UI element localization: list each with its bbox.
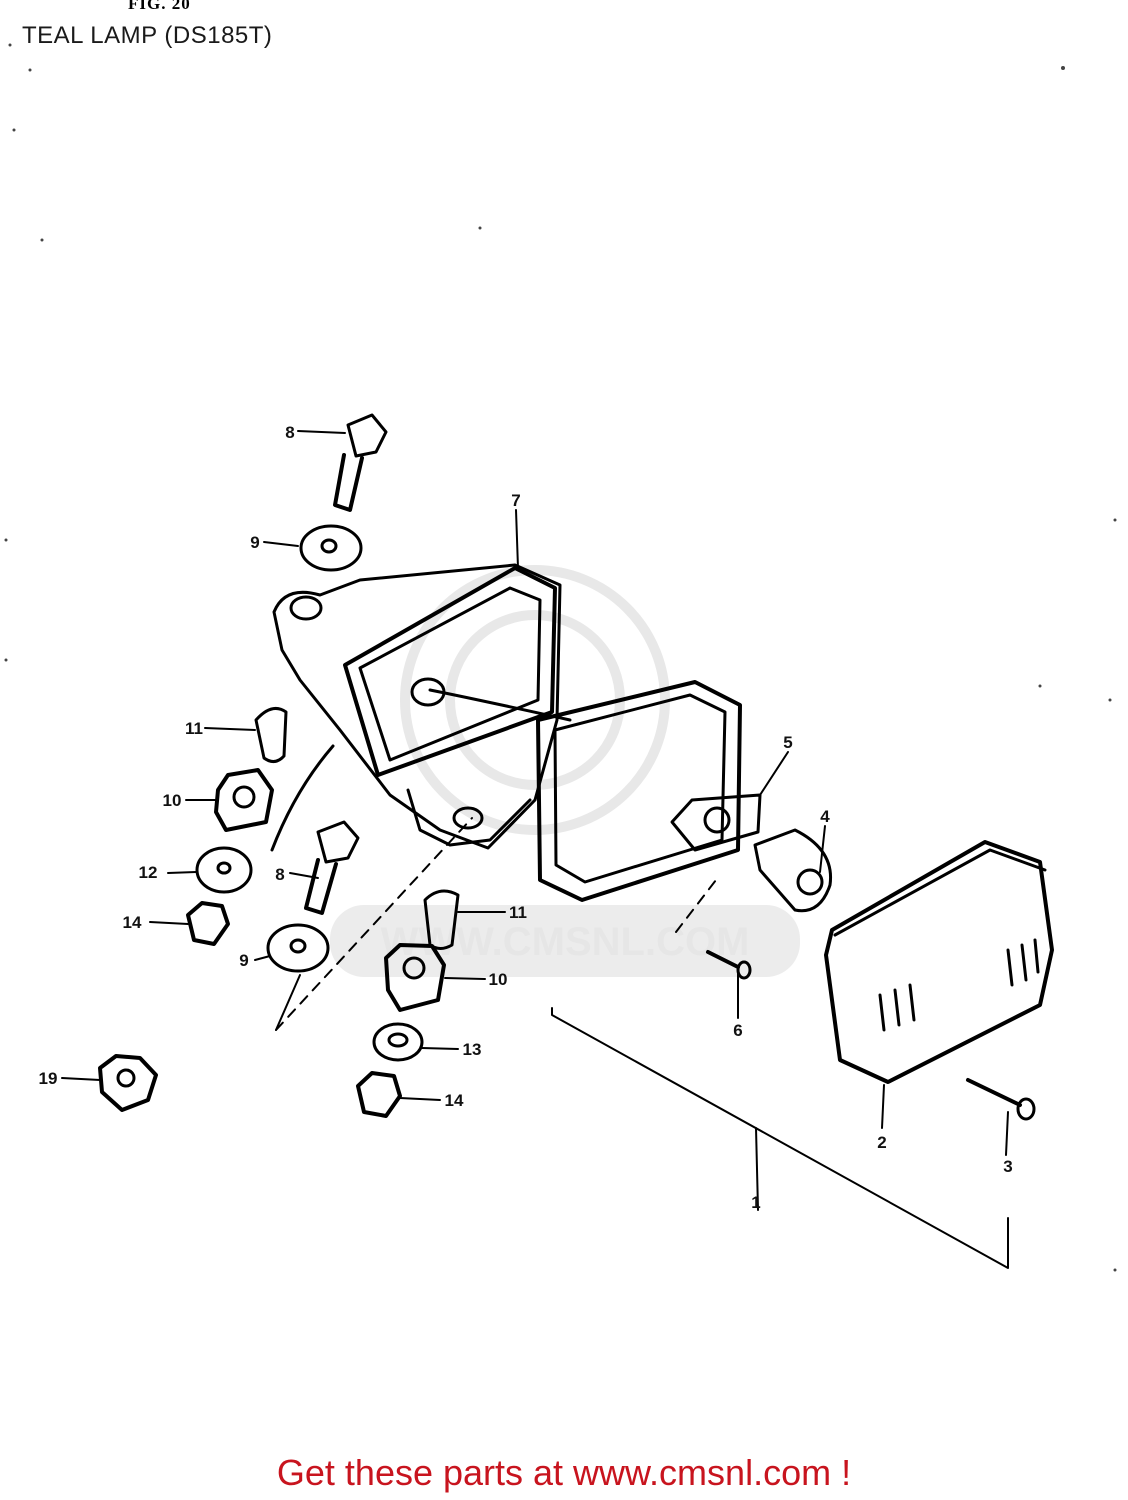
callout-14-right: 14 [445, 1091, 464, 1110]
callout-1: 1 [751, 1193, 760, 1212]
watermark-text: WWW.CMSNL.COM [381, 920, 750, 964]
callout-8-lower: 8 [275, 865, 284, 884]
callout-7: 7 [511, 491, 520, 510]
callout-13: 13 [463, 1040, 482, 1059]
spacer-left [254, 706, 288, 763]
footer-link[interactable]: Get these parts at www.cmsnl.com ! [276, 1452, 852, 1493]
mounting-bolt-lower [304, 820, 360, 915]
callout-10-left: 10 [163, 791, 182, 810]
lens-screw [966, 1078, 1036, 1121]
grommet-left [214, 768, 274, 832]
nut-right [356, 1071, 402, 1118]
callout-9-lower: 9 [239, 951, 248, 970]
callout-19: 19 [39, 1069, 58, 1088]
callout-11-left: 11 [185, 719, 203, 738]
callout-9-upper: 9 [250, 533, 259, 552]
callout-5: 5 [783, 733, 792, 752]
callout-11-right: 11 [509, 903, 527, 922]
washer-12 [195, 846, 253, 894]
callout-4: 4 [820, 807, 830, 826]
washer-13 [372, 1022, 424, 1062]
callout-10-right: 10 [489, 970, 508, 989]
callout-14-left: 14 [123, 913, 142, 932]
callout-labels: 1 2 3 4 5 6 7 8 8 9 9 10 10 11 11 12 13 … [39, 423, 1013, 1212]
cap-19 [98, 1054, 158, 1112]
diagram-title: TEAL LAMP (DS185T) [22, 22, 273, 49]
callout-8-upper: 8 [285, 423, 294, 442]
callout-2: 2 [877, 1133, 886, 1152]
nut-left [186, 901, 230, 946]
figure-number: FIG. 20 [128, 0, 191, 13]
washer-lower [266, 923, 330, 973]
bulb [753, 828, 833, 913]
watermark-banner [330, 905, 800, 977]
bracket-housing [272, 563, 562, 850]
callout-3: 3 [1003, 1157, 1012, 1176]
leader-lines [61, 430, 1009, 1269]
callout-12: 12 [139, 863, 158, 882]
washer-upper [299, 524, 363, 572]
bulb-socket-frame [428, 680, 762, 902]
mounting-bolt-upper [333, 413, 388, 512]
callout-6: 6 [733, 1021, 742, 1040]
scan-specks [4, 43, 1117, 1272]
tail-lens [824, 840, 1054, 1084]
grommet-right [384, 943, 446, 1012]
wire [270, 744, 335, 852]
